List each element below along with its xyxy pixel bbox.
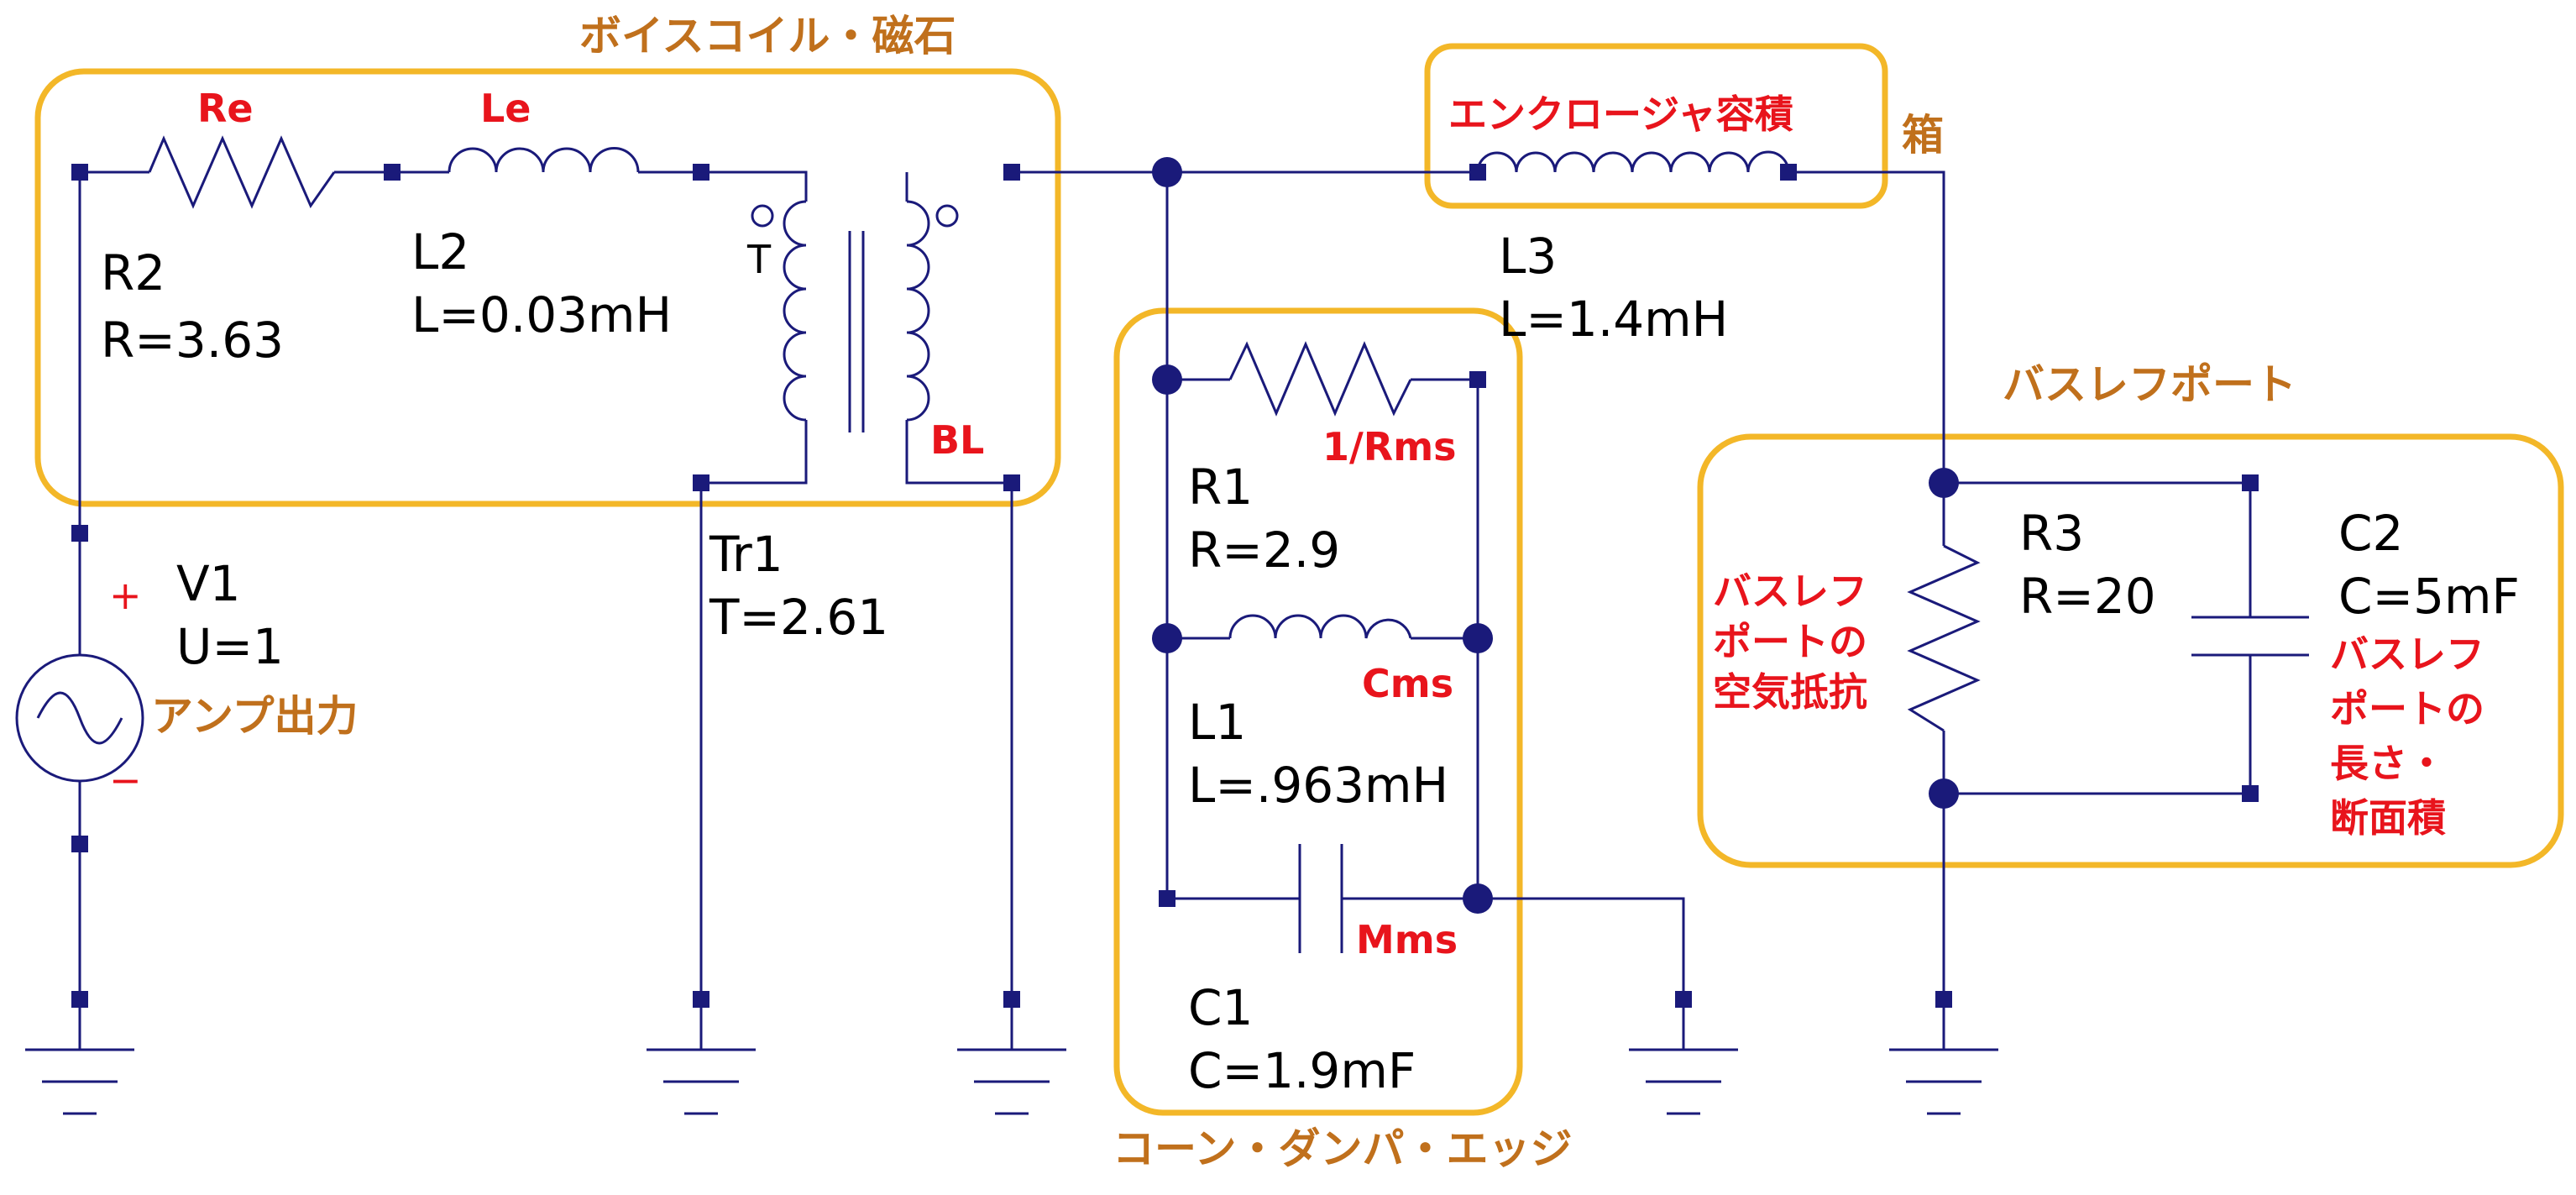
cone-title: コーン・ダンパ・エッジ	[1113, 1124, 1573, 1173]
l1-value: L=.963mH	[1188, 757, 1448, 814]
ground-symbols	[25, 1048, 1998, 1115]
r1-resistor	[1228, 341, 1412, 417]
junction-dots	[1152, 157, 1959, 914]
l3-name: L3	[1499, 228, 1557, 285]
r2-name: R2	[101, 244, 165, 301]
enclosure-title: エンクロージャ容積	[1448, 92, 1793, 137]
v1-minus: −	[109, 757, 142, 803]
bass-reflex-box	[1697, 433, 2564, 868]
rms-label: 1/Rms	[1322, 424, 1457, 469]
r3-role-line-1: バスレフ	[1713, 569, 1867, 614]
r2-value: R=3.63	[101, 312, 284, 369]
c2-name: C2	[2338, 505, 2403, 562]
c2-capacitor	[2191, 616, 2309, 657]
tr1-name: Tr1	[709, 526, 783, 583]
bass-reflex-title: バスレフポート	[2003, 360, 2296, 409]
cms-label: Cms	[1362, 661, 1453, 706]
re-label: Re	[197, 86, 254, 131]
r3-role-line-2: ポートの	[1713, 619, 1867, 664]
tr1-transformer	[751, 200, 959, 432]
mms-label: Mms	[1356, 917, 1458, 962]
r3-name: R3	[2019, 505, 2084, 562]
voice-coil-title: ボイスコイル・磁石	[579, 12, 956, 60]
v1-plus: +	[109, 573, 142, 618]
r3-value: R=20	[2019, 568, 2156, 625]
v1-value: U=1	[176, 618, 284, 675]
l1-name: L1	[1188, 694, 1246, 751]
bl-label: BL	[930, 417, 984, 463]
c2-role-line-3: 長さ・	[2330, 741, 2446, 786]
l2-value: L=0.03mH	[411, 286, 672, 343]
l1-inductor	[1228, 614, 1412, 639]
tr1-marker: T	[746, 237, 772, 282]
square-nodes	[71, 164, 2259, 1008]
c1-capacitor	[1298, 844, 1343, 953]
l2-name: L2	[411, 223, 469, 280]
le-label: Le	[480, 86, 531, 131]
tr1-value: T=2.61	[709, 589, 888, 646]
c2-role-line-4: 断面積	[2330, 795, 2446, 841]
enclosure-box	[1424, 43, 1888, 209]
box-title: 箱	[1902, 111, 1944, 160]
r2-resistor	[148, 135, 336, 209]
r1-name: R1	[1188, 459, 1253, 516]
l3-inductor	[1476, 150, 1790, 173]
c1-value: C=1.9mF	[1188, 1042, 1416, 1099]
cone-box	[1113, 307, 1523, 1116]
v1-source	[15, 638, 144, 783]
wires	[78, 170, 2252, 1050]
amp-title: アンプ出力	[151, 692, 359, 741]
voice-coil-box	[34, 68, 1061, 507]
c2-role-line-1: バスレフ	[2330, 632, 2484, 677]
c2-role-line-2: ポートの	[2330, 686, 2484, 731]
l3-value: L=1.4mH	[1499, 291, 1728, 348]
v1-name: V1	[176, 555, 241, 612]
r3-role-line-3: 空気抵抗	[1713, 669, 1867, 715]
r3-resistor	[1907, 544, 1981, 732]
c1-name: C1	[1188, 979, 1253, 1036]
l2-inductor	[448, 147, 640, 173]
c2-value: C=5mF	[2338, 568, 2520, 625]
r1-value: R=2.9	[1188, 522, 1340, 579]
